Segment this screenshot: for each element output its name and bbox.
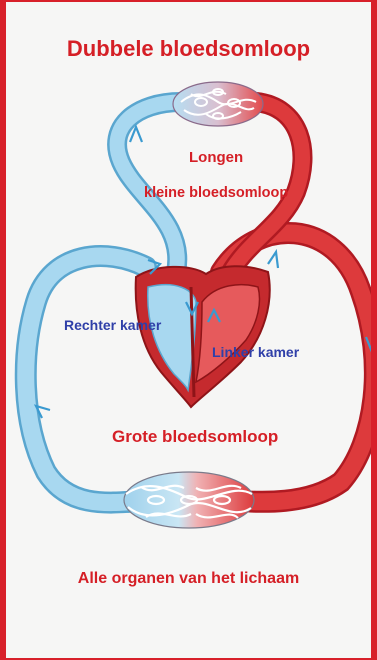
organs-label: Alle organen van het lichaam <box>6 570 371 588</box>
large-circulation-label: Grote bloedsomloop <box>112 427 278 447</box>
right-ventricle-label: Rechter kamer <box>64 317 161 333</box>
diagram-title: Dubbele bloedsomloop <box>6 36 371 62</box>
heart <box>136 266 270 407</box>
arrow-icon <box>268 252 278 268</box>
left-ventricle-label: Linker kamer <box>212 344 299 360</box>
lungs-label: Longen <box>189 149 243 166</box>
body-capillaries <box>124 472 254 528</box>
circulation-diagram <box>6 2 371 658</box>
small-circulation-label: kleine bloedsomloop <box>144 185 288 201</box>
lung-capillaries <box>173 82 263 126</box>
